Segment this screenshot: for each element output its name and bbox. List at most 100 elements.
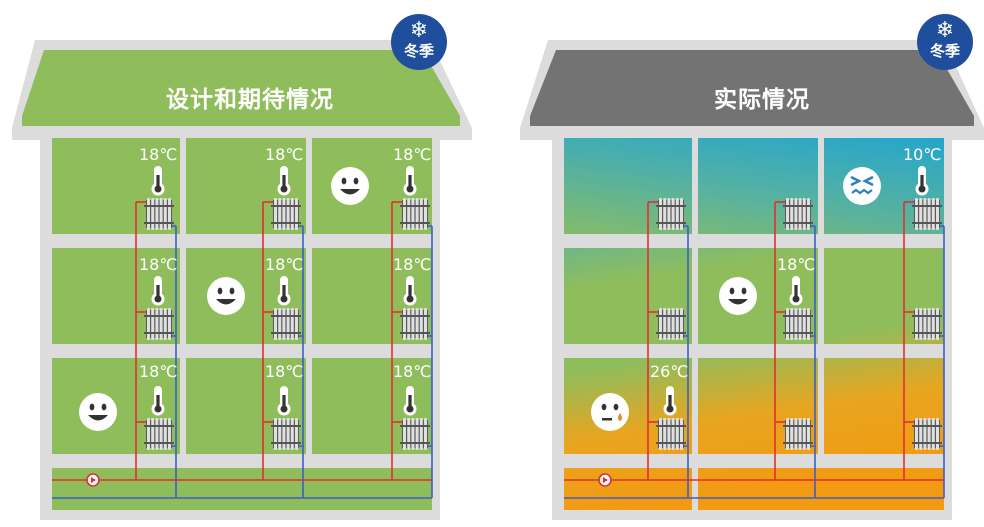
radiator-fin xyxy=(807,418,810,450)
thermometer-mercury xyxy=(156,285,160,298)
radiator-fin xyxy=(786,418,789,450)
radiator-fin xyxy=(407,418,411,450)
radiator-fin xyxy=(403,198,406,230)
radiator-fin xyxy=(278,308,282,340)
face-mouth xyxy=(851,188,873,195)
thermometer-dot xyxy=(406,405,414,413)
radiator-bar xyxy=(912,315,942,317)
radiator-fin xyxy=(919,198,923,230)
face-circle xyxy=(591,393,629,431)
radiator-bar xyxy=(271,205,301,207)
radiator-fin xyxy=(927,198,931,230)
radiator-fin xyxy=(931,308,935,340)
radiator-fin xyxy=(936,418,939,450)
face-eye xyxy=(341,177,347,185)
radiator-bar xyxy=(912,425,942,427)
face-circle xyxy=(331,167,369,205)
radiator-bar xyxy=(400,222,430,224)
radiator-fin xyxy=(419,418,423,450)
thermometer-icon xyxy=(277,386,291,416)
thermometer-dot xyxy=(154,405,162,413)
room-temperature: 18℃ xyxy=(393,362,432,381)
radiator-fin xyxy=(151,308,155,340)
radiator-fin xyxy=(274,308,277,340)
thermometer-dot xyxy=(918,185,926,193)
radiator-fin xyxy=(424,418,427,450)
radiator-bar xyxy=(271,315,301,317)
thermometer-mercury xyxy=(408,285,412,298)
radiator-fin xyxy=(159,308,163,340)
thermometer-dot xyxy=(406,185,414,193)
face-eye xyxy=(601,403,607,411)
sweat-drop xyxy=(618,413,622,421)
thermometer-icon xyxy=(663,386,677,416)
radiator-icon xyxy=(656,198,686,230)
radiator-fin xyxy=(802,418,806,450)
room-temperature: 18℃ xyxy=(139,362,178,381)
radiator-fin xyxy=(790,198,794,230)
radiator-fin xyxy=(290,418,294,450)
radiator-bar xyxy=(912,222,942,224)
thermometer-icon xyxy=(403,276,417,306)
radiator-fin xyxy=(671,308,675,340)
radiator-icon xyxy=(144,308,174,340)
radiator-bar xyxy=(271,425,301,427)
thermometer-mercury xyxy=(408,395,412,408)
radiator-fin xyxy=(274,418,277,450)
face-eye xyxy=(89,403,95,411)
radiator-bar xyxy=(783,425,813,427)
radiator-fin xyxy=(155,308,159,340)
radiator-icon xyxy=(271,308,301,340)
radiator-fin xyxy=(155,418,159,450)
radiator-fin xyxy=(798,308,802,340)
radiator-fin xyxy=(923,418,927,450)
room-temperature: 18℃ xyxy=(139,255,178,274)
radiator-icon xyxy=(400,198,430,230)
thermometer-dot xyxy=(280,405,288,413)
radiator-fin xyxy=(168,418,171,450)
radiator-bar xyxy=(912,442,942,444)
radiator-bar xyxy=(144,442,174,444)
face-mouth xyxy=(728,299,748,305)
radiator-fin xyxy=(671,418,675,450)
radiator-fin xyxy=(680,308,683,340)
radiator-fin xyxy=(798,418,802,450)
radiator-bar xyxy=(400,315,430,317)
hot-face-icon xyxy=(591,393,629,431)
radiator-bar xyxy=(144,205,174,207)
happy-face-icon xyxy=(719,277,757,315)
room-temperature: 18℃ xyxy=(265,145,304,164)
radiator-fin xyxy=(667,308,671,340)
radiator-fin xyxy=(659,418,662,450)
radiator-fin xyxy=(794,308,798,340)
radiator-fin xyxy=(675,198,679,230)
thermometer-dot xyxy=(154,295,162,303)
radiator-fin xyxy=(290,198,294,230)
house-actual xyxy=(520,40,984,520)
radiator-bar xyxy=(144,332,174,334)
radiator-fin xyxy=(807,198,810,230)
radiator-fin xyxy=(419,198,423,230)
radiator-bar xyxy=(400,442,430,444)
radiator-icon xyxy=(271,198,301,230)
radiator-bar xyxy=(656,205,686,207)
radiator-fin xyxy=(411,198,415,230)
radiator-fin xyxy=(147,308,150,340)
face-eye xyxy=(101,403,107,411)
radiator-fin xyxy=(915,418,918,450)
face-mouth xyxy=(216,299,236,305)
radiator-fin xyxy=(415,418,419,450)
radiator-bar xyxy=(783,332,813,334)
radiator-fin xyxy=(151,198,155,230)
radiator-fin xyxy=(794,198,798,230)
thermometer-icon xyxy=(277,276,291,306)
radiator-bar xyxy=(271,442,301,444)
face-mouth xyxy=(602,418,612,421)
radiator-fin xyxy=(807,308,810,340)
radiator-bar xyxy=(783,205,813,207)
radiator-fin xyxy=(675,308,679,340)
face-eye xyxy=(229,287,235,295)
roof-panel xyxy=(530,50,974,126)
thermometer-icon xyxy=(277,166,291,196)
thermometer-icon xyxy=(915,166,929,196)
